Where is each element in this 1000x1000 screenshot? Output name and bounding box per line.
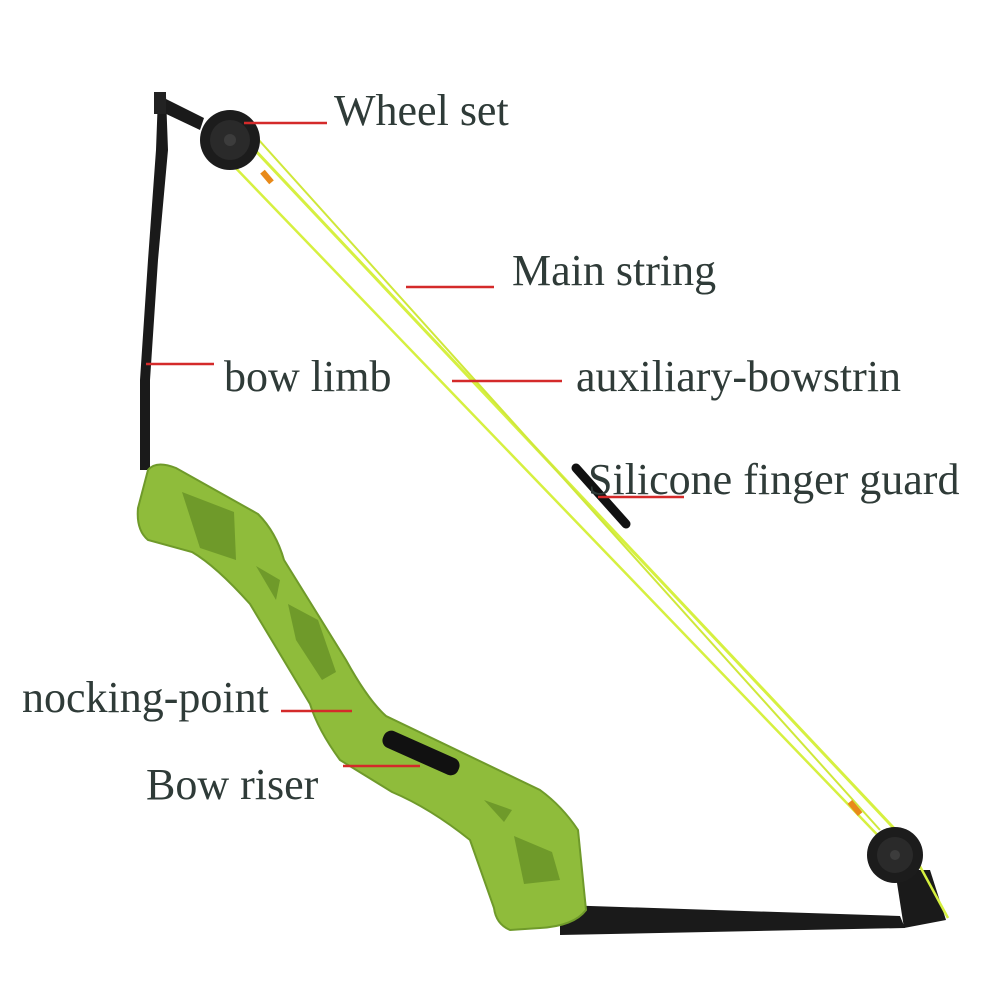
label-bow-riser: Bow riser [146, 763, 318, 807]
leader-lines [146, 123, 684, 766]
label-auxiliary-bowstring: auxiliary-bowstrin [576, 355, 901, 399]
upper-limb [140, 92, 204, 470]
lower-wheel [867, 827, 923, 883]
label-nocking-point: nocking-point [22, 676, 269, 720]
label-wheel-set: Wheel set [334, 89, 509, 133]
label-finger-guard: Silicone finger guard [588, 458, 959, 502]
label-bow-limb: bow limb [224, 355, 391, 399]
upper-wheel [200, 110, 260, 170]
label-main-string: Main string [512, 249, 716, 293]
upper-string-clip [260, 170, 274, 185]
